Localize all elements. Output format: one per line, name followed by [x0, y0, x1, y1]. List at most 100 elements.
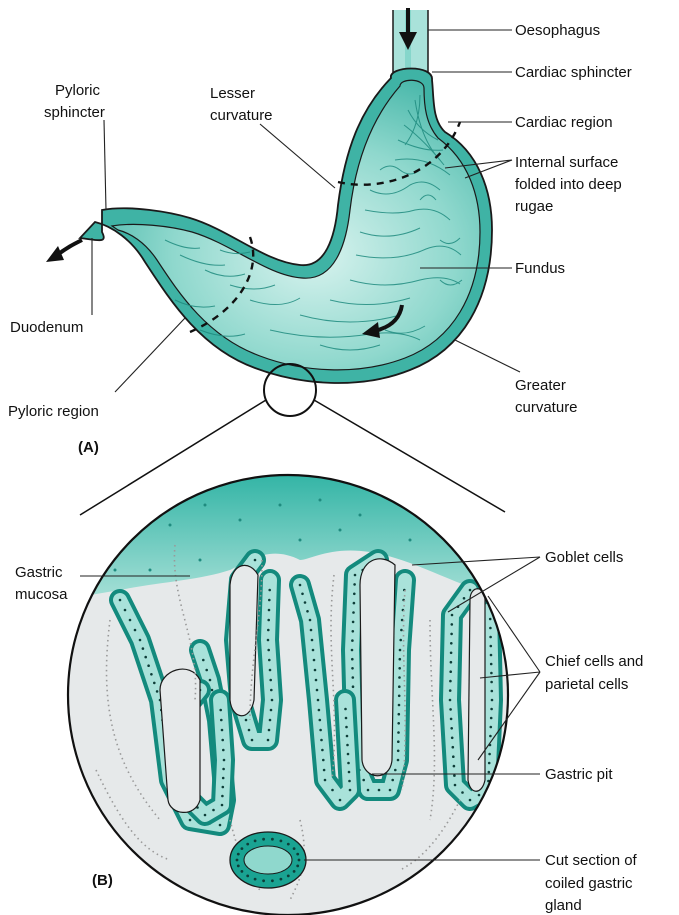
cell-nucleus — [394, 769, 397, 772]
cut-section-nucleus — [254, 878, 257, 881]
cell-nucleus — [451, 737, 454, 740]
cell-nucleus — [270, 709, 273, 712]
cell-nucleus — [399, 658, 402, 661]
cell-nucleus — [397, 740, 400, 743]
cell-nucleus — [461, 791, 464, 794]
cell-nucleus — [221, 729, 224, 732]
cell-nucleus — [147, 664, 150, 667]
cell-nucleus — [367, 789, 370, 792]
cut-section-nucleus — [237, 853, 240, 856]
cell-nucleus — [345, 726, 348, 729]
cell-nucleus — [267, 619, 270, 622]
label-pyloric-sphincter-1: Pyloric — [55, 82, 101, 99]
label-fundus: Fundus — [515, 260, 565, 277]
cut-section-nucleus — [296, 853, 299, 856]
cell-nucleus — [449, 670, 452, 673]
cell-nucleus — [345, 717, 348, 720]
cell-nucleus — [391, 779, 394, 782]
cell-nucleus — [316, 689, 319, 692]
cell-nucleus — [397, 731, 400, 734]
cell-nucleus — [269, 679, 272, 682]
cell-nucleus — [268, 659, 271, 662]
cell-nucleus — [378, 789, 381, 792]
cell-nucleus — [398, 676, 401, 679]
cell-nucleus — [209, 679, 212, 682]
label-chief-parietal-1: Chief cells and — [545, 653, 643, 670]
cell-nucleus — [491, 699, 494, 702]
cell-nucleus — [450, 718, 453, 721]
cell-nucleus — [352, 630, 355, 633]
cut-section-nucleus — [298, 859, 301, 862]
cell-nucleus — [221, 795, 224, 798]
cut-section-nucleus — [262, 838, 265, 841]
label-lesser-curvature-2: curvature — [210, 107, 273, 124]
cell-nucleus — [400, 629, 403, 632]
label-cut-section-3: gland — [545, 897, 582, 914]
cell-nucleus — [124, 609, 127, 612]
cell-nucleus — [449, 708, 452, 711]
cell-nucleus — [311, 639, 314, 642]
cell-nucleus — [399, 649, 402, 652]
cut-section-nucleus — [262, 879, 265, 882]
cell-nucleus — [219, 824, 222, 827]
cell-nucleus — [202, 659, 205, 662]
cut-section-nucleus — [293, 870, 296, 873]
cut-gland-section — [230, 832, 306, 888]
cell-nucleus — [211, 689, 214, 692]
label-lesser-curvature-1: Lesser — [210, 85, 255, 102]
panel-label-b: (B) — [92, 872, 113, 889]
cell-nucleus — [331, 789, 334, 792]
mucosa-magnified-view — [60, 470, 520, 915]
cell-nucleus — [352, 621, 355, 624]
cell-nucleus — [245, 719, 248, 722]
cell-nucleus — [490, 708, 493, 711]
label-oesophagus: Oesophagus — [515, 22, 600, 39]
cell-nucleus — [399, 639, 402, 642]
cell-nucleus — [353, 602, 356, 605]
cell-nucleus — [309, 619, 312, 622]
cell-nucleus — [271, 699, 274, 702]
cell-nucleus — [222, 749, 225, 752]
cell-nucleus — [223, 759, 226, 762]
cell-nucleus — [452, 746, 455, 749]
cut-section-nucleus — [271, 879, 274, 882]
cell-nucleus — [490, 663, 493, 666]
cell-nucleus — [267, 639, 270, 642]
cell-nucleus — [450, 633, 453, 636]
cell-nucleus — [489, 636, 492, 639]
cell-nucleus — [269, 669, 272, 672]
cell-nucleus — [488, 762, 491, 765]
label-chief-parietal-2: parietal cells — [545, 676, 628, 693]
cell-nucleus — [324, 779, 327, 782]
cell-nucleus — [346, 744, 349, 747]
cell-nucleus — [490, 717, 493, 720]
cut-section-nucleus — [296, 865, 299, 868]
cell-nucleus — [389, 789, 392, 792]
cell-nucleus — [318, 709, 321, 712]
duodenum-arrow-icon — [46, 240, 82, 262]
cell-nucleus — [119, 599, 122, 602]
cell-nucleus — [212, 809, 215, 812]
cell-nucleus — [489, 735, 492, 738]
label-gastric-mucosa-1: Gastric — [15, 564, 63, 581]
cut-section-nucleus — [287, 843, 290, 846]
cut-section-nucleus — [271, 838, 274, 841]
label-cut-section-1: Cut section of — [545, 852, 638, 869]
cut-section-nucleus — [293, 847, 296, 850]
cell-nucleus — [397, 722, 400, 725]
cut-section-nucleus — [236, 859, 239, 862]
cell-nucleus — [449, 699, 452, 702]
label-cardiac-region: Cardiac region — [515, 114, 613, 131]
cell-nucleus — [254, 559, 257, 562]
cell-nucleus — [144, 656, 147, 659]
cell-nucleus — [347, 762, 350, 765]
cut-section-nucleus — [241, 870, 244, 873]
cell-nucleus — [150, 673, 153, 676]
label-goblet-cells: Goblet cells — [545, 549, 623, 566]
cell-nucleus — [315, 679, 318, 682]
cell-nucleus — [322, 759, 325, 762]
cell-nucleus — [450, 727, 453, 730]
cell-nucleus — [306, 610, 309, 613]
cell-nucleus — [352, 611, 355, 614]
